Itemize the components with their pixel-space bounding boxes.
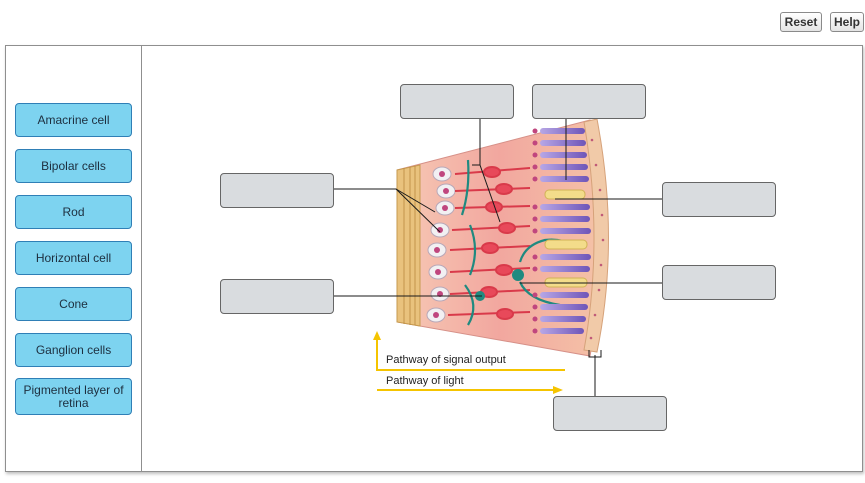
pathway-arrows xyxy=(373,331,565,394)
label-bipolar-cells[interactable]: Bipolar cells xyxy=(15,149,132,183)
bipolar-cell-row xyxy=(447,166,531,320)
legend-signal-output: Pathway of signal output xyxy=(386,354,506,366)
nerve-fiber-layer xyxy=(396,164,421,327)
legend-light: Pathway of light xyxy=(386,375,464,387)
panel-divider xyxy=(141,45,142,472)
pigmented-layer xyxy=(583,118,609,353)
reset-button[interactable]: Reset xyxy=(780,12,822,32)
drop-target-3[interactable] xyxy=(220,173,334,208)
drop-target-6[interactable] xyxy=(662,265,776,300)
label-ganglion-cells[interactable]: Ganglion cells xyxy=(15,333,132,367)
drop-target-4[interactable] xyxy=(662,182,776,217)
drop-target-7[interactable] xyxy=(553,396,667,431)
label-rod[interactable]: Rod xyxy=(15,195,132,229)
drop-target-1[interactable] xyxy=(400,84,514,119)
label-pigmented-layer[interactable]: Pigmented layer of retina xyxy=(15,378,132,415)
label-cone[interactable]: Cone xyxy=(15,287,132,321)
help-button[interactable]: Help xyxy=(830,12,864,32)
workspace-frame xyxy=(5,45,863,472)
drop-target-5[interactable] xyxy=(220,279,334,314)
label-horizontal-cell[interactable]: Horizontal cell xyxy=(15,241,132,275)
drop-target-2[interactable] xyxy=(532,84,646,119)
horizontal-cell-body xyxy=(512,269,524,281)
leader-lines xyxy=(334,118,662,396)
photoreceptor-layer xyxy=(532,128,591,334)
label-amacrine-cell[interactable]: Amacrine cell xyxy=(15,103,132,137)
